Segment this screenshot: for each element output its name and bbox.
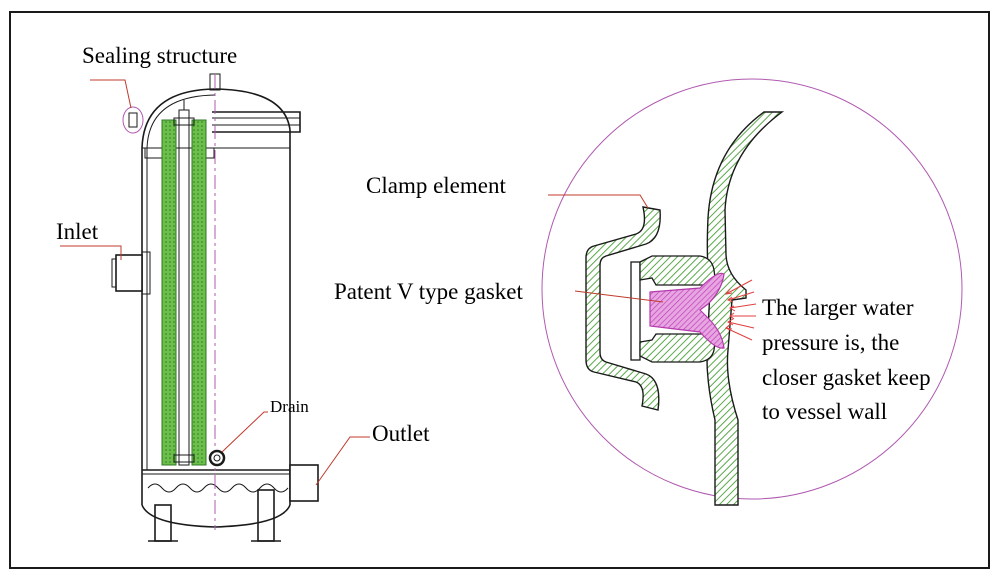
label-gasket: Patent V type gasket — [334, 279, 523, 304]
pressure-arrows — [724, 279, 757, 341]
leader-sealing — [90, 79, 132, 109]
leader-drain — [221, 411, 268, 453]
filter-cartridge-left — [161, 119, 177, 466]
leader-inlet — [60, 245, 122, 260]
v-type-gasket — [649, 272, 725, 349]
pressure-note-line-2: pressure is, the — [762, 330, 899, 355]
leader-outlet — [315, 436, 370, 486]
pressure-note-line-3: closer gasket keep — [762, 365, 931, 390]
pressure-note-line-1: The larger water — [762, 295, 914, 320]
inlet-nozzle — [115, 254, 143, 292]
flange-plate — [630, 261, 641, 361]
clamp-element — [585, 206, 661, 411]
leader-gasket — [574, 290, 664, 303]
filter-vessel — [111, 73, 319, 542]
label-inlet: Inlet — [56, 219, 99, 244]
frame — [9, 11, 990, 569]
outlet-nozzle — [289, 464, 319, 502]
label-drain: Drain — [270, 397, 309, 416]
filter-cartridge-right — [191, 119, 207, 466]
detail-sealing-section — [574, 111, 785, 506]
label-clamp-element: Clamp element — [366, 173, 506, 198]
vessel-wall — [706, 111, 785, 506]
label-sealing-structure: Sealing structure — [82, 43, 237, 68]
label-outlet: Outlet — [372, 421, 430, 446]
sealing-structure-marker — [122, 106, 144, 134]
pressure-note-line-4: to vessel wall — [762, 399, 887, 424]
leader-clamp — [548, 194, 649, 209]
detail-circle — [541, 78, 963, 500]
